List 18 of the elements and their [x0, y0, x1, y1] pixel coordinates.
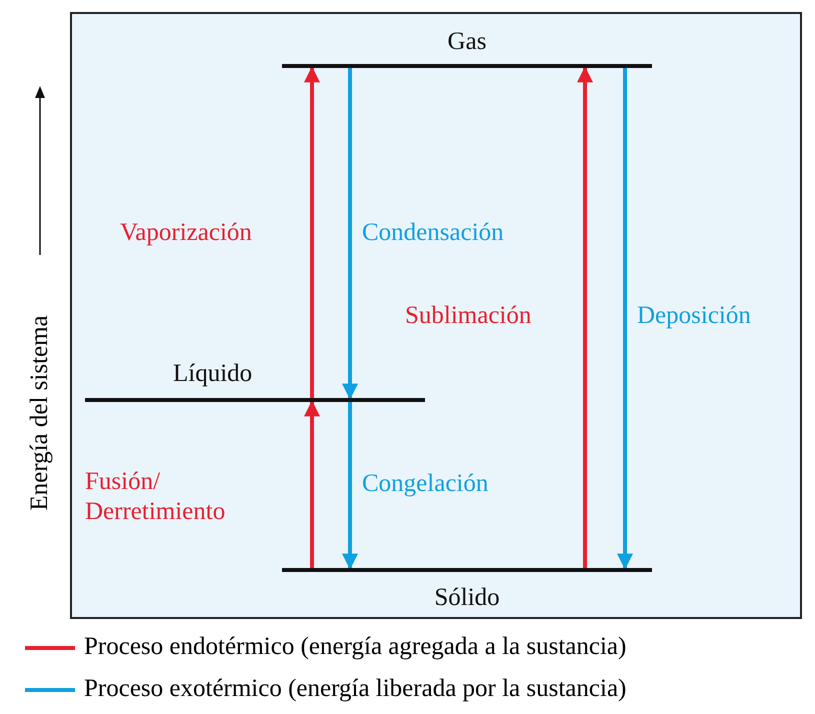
legend-text: Proceso exotérmico (energía liberada por la sustancia) [84, 674, 626, 704]
edge-label: Fusión/ Derretimiento [85, 467, 226, 527]
arrow [304, 400, 320, 568]
edge-label: Congelación [362, 469, 488, 499]
edge-label: Sublimación [405, 301, 532, 331]
arrow [617, 68, 633, 570]
arrow [577, 66, 593, 568]
arrow [304, 66, 320, 398]
level-label: Sólido [433, 584, 501, 612]
edge-label: Condensación [362, 218, 504, 248]
axis-label: Energía del sistema [25, 314, 54, 513]
arrow [342, 68, 358, 400]
edge-label: Deposición [637, 301, 751, 331]
level-label: Gas [446, 28, 488, 56]
level-label: Líquido [173, 360, 252, 388]
edge-label: Vaporización [120, 218, 252, 248]
legend-text: Proceso endotérmico (energía agregada a la sustancia) [84, 632, 626, 662]
arrow [342, 402, 358, 570]
